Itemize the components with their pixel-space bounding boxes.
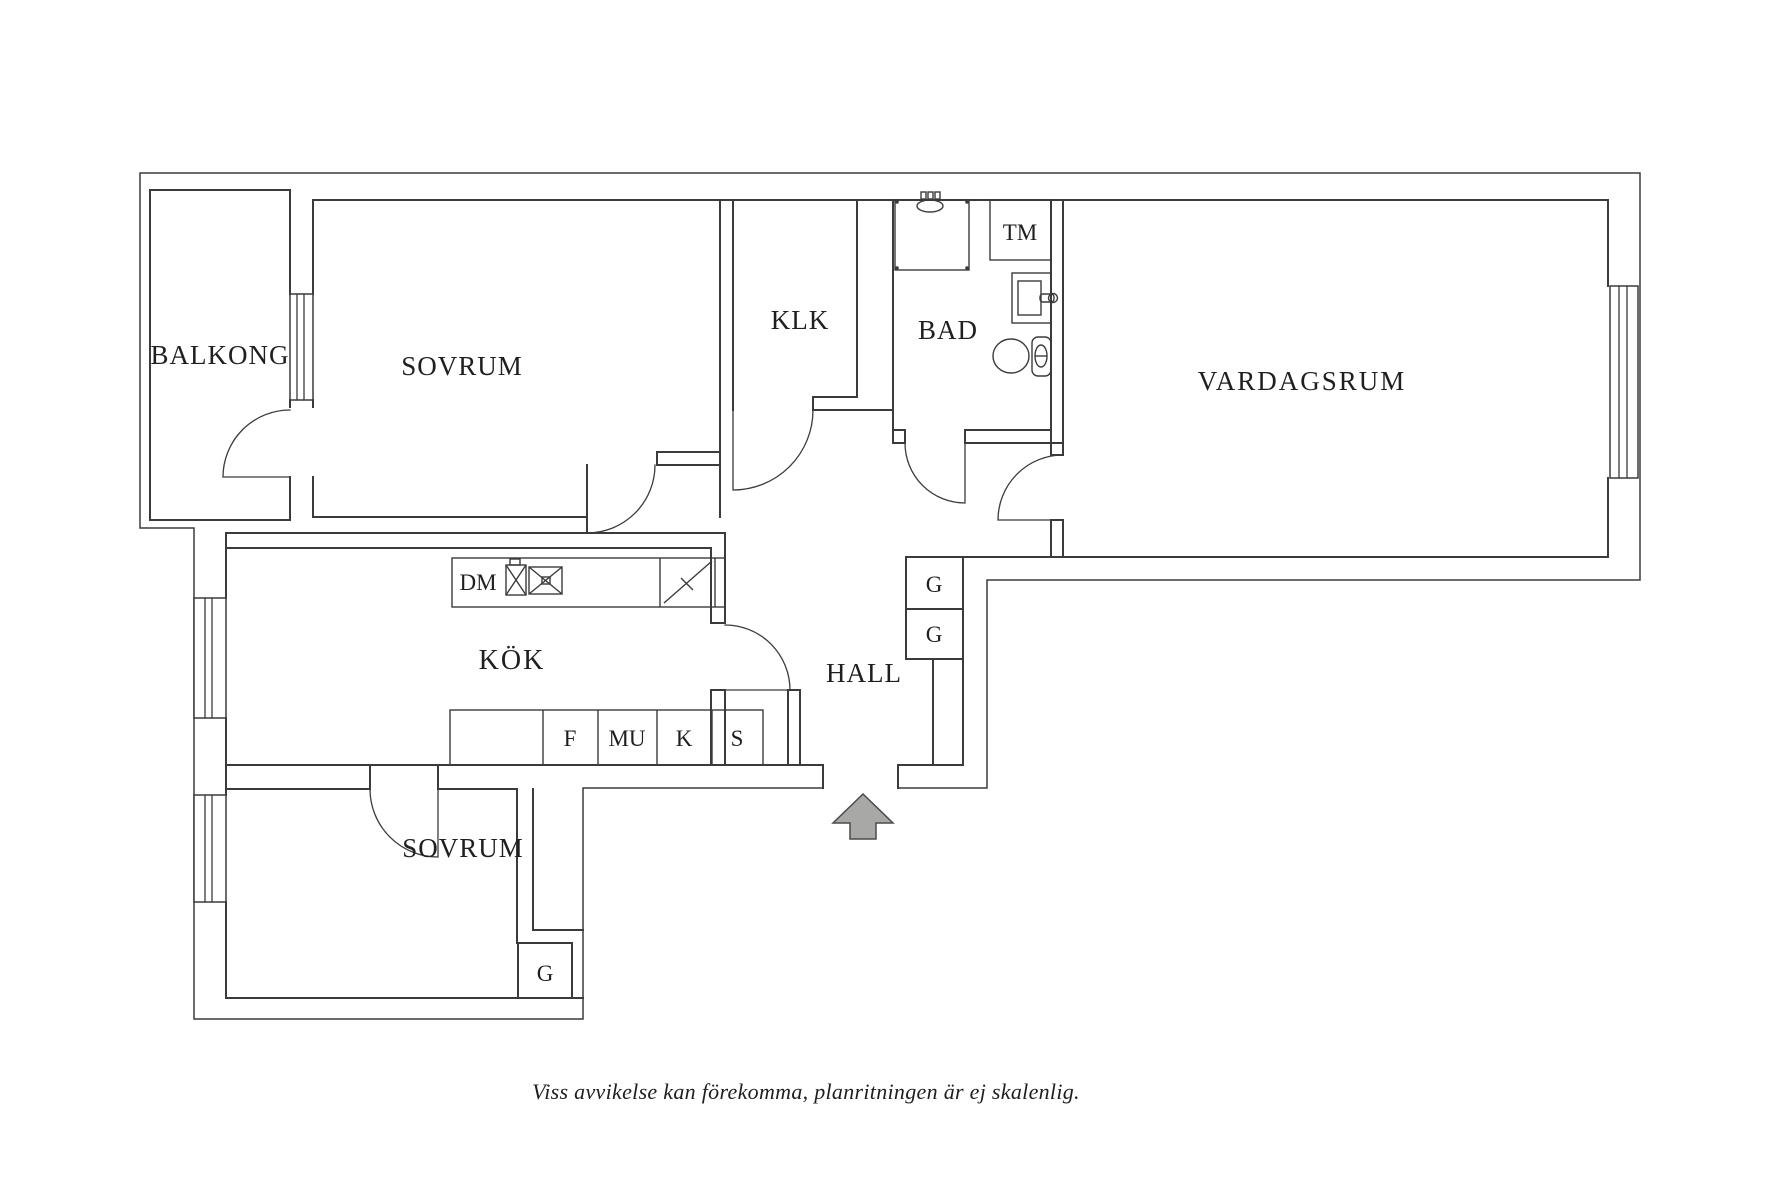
marker-k: K: [676, 726, 693, 751]
bathroom-sink-icon: [1011, 272, 1059, 324]
walls: [149, 189, 1609, 999]
room-label-bad: BAD: [918, 315, 978, 345]
wardrobe-sovrum: [517, 942, 573, 999]
building-outline: [139, 172, 1641, 1020]
window-sovrum-bottom: [193, 794, 227, 903]
wardrobes: [517, 556, 964, 999]
kitchen-counter-bottom: [449, 709, 764, 766]
room-label-hall: HALL: [826, 658, 902, 688]
window-vardagsrum: [1609, 285, 1639, 479]
kitchen-counter-top: [451, 557, 726, 608]
sovrum-bottom-door-arc: [369, 788, 439, 858]
marker-mu: MU: [608, 726, 645, 751]
labels: BALKONG SOVRUM KLK BAD VARDAGSRUM KÖK HA…: [151, 220, 1407, 1104]
vardagsrum-door-arc: [997, 454, 1064, 521]
bad-door-arc: [904, 442, 966, 504]
marker-g-sovrum: G: [537, 961, 554, 986]
window-sovrum-top: [289, 293, 314, 401]
disclaimer-caption: Viss avvikelse kan förekomma, planritnin…: [532, 1079, 1080, 1104]
room-label-sovrum-bottom: SOVRUM: [402, 833, 524, 863]
window-kok: [193, 597, 227, 719]
room-label-kok: KÖK: [479, 645, 546, 676]
doors: [222, 409, 1064, 858]
entrance-arrow-icon: [831, 792, 895, 840]
kitchen-fixtures: [449, 557, 764, 766]
kok-door-arc: [724, 624, 791, 691]
stove-icon: [663, 560, 713, 604]
marker-f: F: [564, 726, 577, 751]
washing-machine: [989, 199, 1052, 261]
bathroom-fixtures: [894, 191, 1059, 377]
windows: [193, 285, 1639, 903]
balcony-door-arc: [222, 409, 291, 478]
room-label-balkong: BALKONG: [151, 340, 290, 370]
marker-g-hall-2: G: [926, 622, 943, 647]
kitchen-sink-icon: [505, 558, 563, 596]
room-label-sovrum-top: SOVRUM: [401, 351, 523, 381]
marker-dm: DM: [459, 570, 496, 595]
marker-g-hall-1: G: [926, 572, 943, 597]
toilet-icon: [992, 336, 1052, 377]
marker-tm: TM: [1003, 220, 1038, 245]
room-label-klk: KLK: [771, 305, 830, 335]
marker-s: S: [731, 726, 744, 751]
shower-icon: [894, 191, 970, 271]
sovrum-top-door-arc: [586, 464, 656, 534]
room-label-vardagsrum: VARDAGSRUM: [1198, 366, 1407, 396]
wardrobe-hall-2: [905, 608, 964, 660]
klk-door-arc: [732, 409, 814, 491]
